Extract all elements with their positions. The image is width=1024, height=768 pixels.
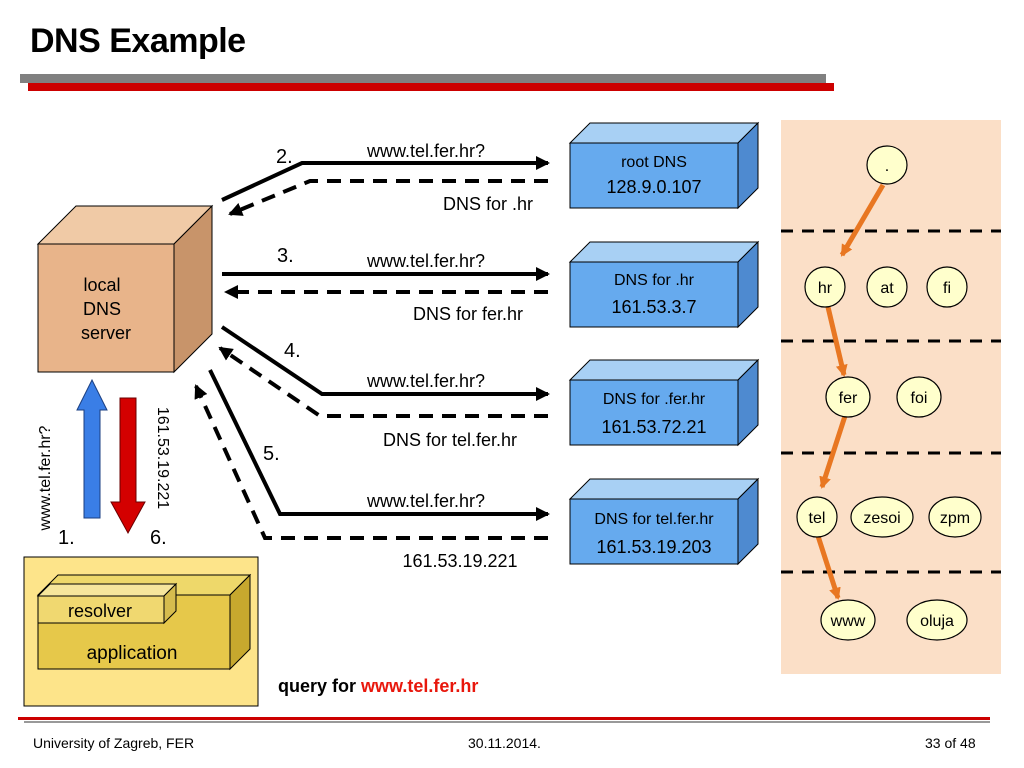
step-6-label: 6. <box>150 527 167 549</box>
answer-down-arrow <box>110 397 146 535</box>
server-dns-fer-hr: DNS for .fer.hr 161.53.72.21 <box>568 358 760 447</box>
svg-text:DNS for .fer.hr: DNS for .fer.hr <box>603 391 706 408</box>
query-caption: query for www.tel.fer.hr <box>278 676 478 697</box>
tree-node-tel: tel <box>796 496 838 538</box>
step-3-question: www.tel.fer.hr? <box>366 251 485 271</box>
tree-node-at: at <box>866 266 908 308</box>
svg-text:hr: hr <box>818 280 833 297</box>
tree-node-www: www <box>820 599 876 641</box>
title-underline-gray <box>20 74 826 83</box>
svg-text:root DNS: root DNS <box>621 154 687 171</box>
step-5-question: www.tel.fer.hr? <box>366 491 485 511</box>
footer-page-number: 33 of 48 <box>925 735 976 751</box>
svg-text:zesoi: zesoi <box>863 510 900 527</box>
slide-title: DNS Example <box>30 22 246 60</box>
svg-text:DNS: DNS <box>83 299 121 319</box>
svg-text:.: . <box>885 158 889 175</box>
step-4-reply-arrow <box>218 346 548 418</box>
vertical-answer-label: 161.53.19.221 <box>154 407 171 509</box>
svg-text:fi: fi <box>943 280 951 297</box>
svg-text:at: at <box>880 280 894 297</box>
step-3-reply: DNS for fer.hr <box>413 304 523 324</box>
svg-text:DNS for tel.fer.hr: DNS for tel.fer.hr <box>594 511 714 528</box>
step-1-label: 1. <box>58 527 75 549</box>
svg-text:161.53.72.21: 161.53.72.21 <box>601 417 706 437</box>
tree-node-hr: hr <box>804 266 846 308</box>
server-root-dns: root DNS 128.9.0.107 <box>568 121 760 210</box>
footer-institution: University of Zagreb, FER <box>33 735 195 751</box>
step-3-label: 3. <box>277 245 294 267</box>
domain-tree-panel <box>781 120 1001 674</box>
tree-node-fi: fi <box>926 266 968 308</box>
query-caption-target: www.tel.fer.hr <box>361 676 479 696</box>
step-2-question: www.tel.fer.hr? <box>366 141 485 161</box>
step-2-query-arrow <box>221 156 550 202</box>
footer-rule-red <box>18 717 990 720</box>
query-caption-prefix: query for <box>278 676 357 696</box>
server-dns-tel-fer-hr: DNS for tel.fer.hr 161.53.19.203 <box>568 477 760 566</box>
step-2-reply: DNS for .hr <box>443 194 533 214</box>
step-4-question: www.tel.fer.hr? <box>366 371 485 391</box>
step-5-reply-arrow <box>194 384 548 540</box>
tree-dividers <box>781 229 1001 574</box>
svg-text:foi: foi <box>911 390 928 407</box>
tree-path-arrows <box>815 183 886 600</box>
tree-node-foi: foi <box>896 376 942 418</box>
svg-text:161.53.3.7: 161.53.3.7 <box>611 297 696 317</box>
server-dns-hr: DNS for .hr 161.53.3.7 <box>568 240 760 329</box>
svg-text:fer: fer <box>839 390 858 407</box>
svg-text:zpm: zpm <box>940 510 970 527</box>
application-label: application <box>87 643 178 664</box>
local-dns-server: local DNS server <box>36 204 214 374</box>
footer-date: 30.11.2014. <box>468 735 541 751</box>
step-5-reply: 161.53.19.221 <box>402 551 517 571</box>
client-host <box>23 556 259 707</box>
step-2-reply-arrow <box>228 179 548 216</box>
svg-text:DNS for .hr: DNS for .hr <box>614 272 695 289</box>
svg-text:128.9.0.107: 128.9.0.107 <box>606 177 701 197</box>
step-5-query-arrow <box>208 369 550 521</box>
svg-text:local: local <box>83 275 120 295</box>
vertical-query-label: www.tel.fer.hr? <box>37 425 54 531</box>
footer-rule-gray <box>24 721 990 723</box>
tree-node-oluja: oluja <box>906 599 968 641</box>
svg-text:server: server <box>81 323 131 343</box>
step-4-label: 4. <box>284 340 301 362</box>
tree-node-zesoi: zesoi <box>850 496 914 538</box>
tree-node-zpm: zpm <box>928 496 982 538</box>
query-up-arrow <box>76 378 108 519</box>
step-4-query-arrow <box>220 325 550 401</box>
title-underline-red <box>28 83 834 91</box>
svg-text:161.53.19.203: 161.53.19.203 <box>596 537 711 557</box>
svg-text:www: www <box>830 613 866 630</box>
svg-text:oluja: oluja <box>920 613 954 630</box>
step-2-label: 2. <box>276 146 293 168</box>
step-5-label: 5. <box>263 443 280 465</box>
tree-node-fer: fer <box>825 376 871 418</box>
tree-node-root: . <box>866 145 908 185</box>
svg-text:tel: tel <box>809 510 826 527</box>
resolver-label: resolver <box>68 601 132 621</box>
step-4-reply: DNS for tel.fer.hr <box>383 430 517 450</box>
